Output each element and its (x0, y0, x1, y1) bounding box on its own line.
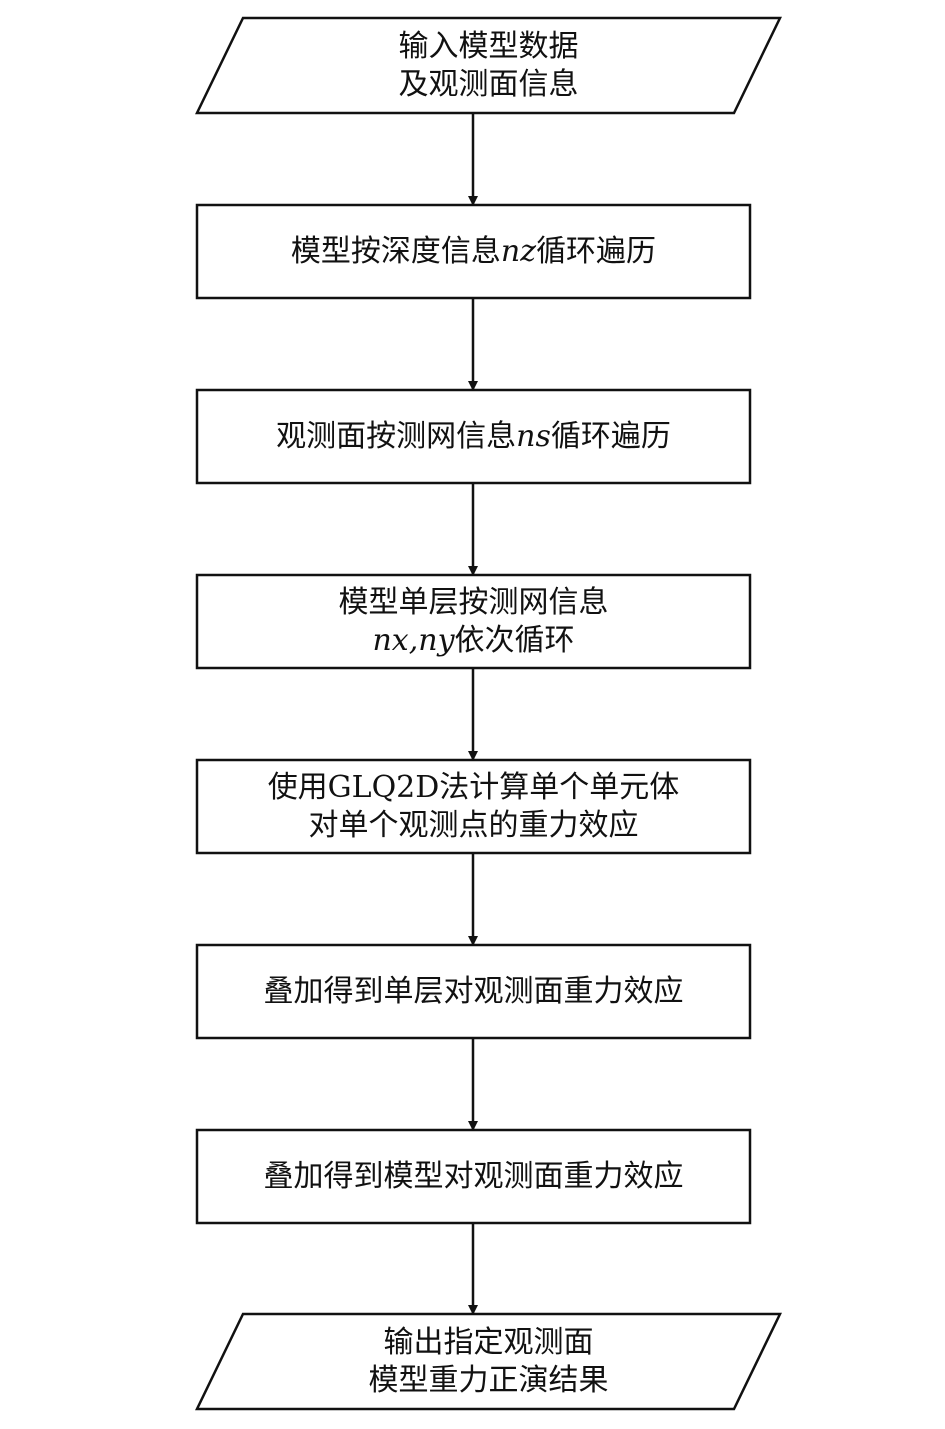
label-line: 模型单层按测网信息 (339, 584, 609, 622)
label-line: 输出指定观测面 (384, 1324, 594, 1362)
node-loop-nz-shape (195, 203, 752, 300)
label-variable: ns (516, 418, 551, 454)
label-line: 模型重力正演结果 (369, 1362, 609, 1400)
label-text: 观测面按测网信息 (276, 418, 517, 454)
node-loop-nz-label: 模型按深度信息nz循环遍历 (197, 205, 750, 298)
label-line: 模型按深度信息nz循环遍历 (291, 233, 656, 271)
node-output-label: 输出指定观测面模型重力正演结果 (197, 1314, 780, 1409)
label-text: 输入模型数据 (398, 28, 579, 64)
node-glq2d-shape (195, 758, 752, 855)
label-line: 及观测面信息 (399, 66, 579, 104)
node-sum-layer-label: 叠加得到单层对观测面重力效应 (197, 945, 750, 1038)
label-variable: nx,ny (372, 622, 455, 658)
label-text: 模型重力正演结果 (368, 1362, 609, 1398)
label-text: 对单个观测点的重力效应 (308, 807, 639, 843)
node-sum-model-shape (195, 1128, 752, 1225)
label-text: 使用GLQ2D法计算单个单元体 (267, 769, 680, 805)
label-text: 模型单层按测网信息 (338, 584, 609, 620)
label-line: 叠加得到模型对观测面重力效应 (264, 1158, 684, 1196)
label-line: nx,ny依次循环 (372, 622, 574, 660)
label-text: 循环遍历 (550, 418, 671, 454)
label-text: 循环遍历 (536, 233, 657, 269)
label-line: 对单个观测点的重力效应 (309, 807, 639, 845)
label-line: 输入模型数据 (399, 28, 579, 66)
label-text: 叠加得到模型对观测面重力效应 (263, 1158, 684, 1194)
node-loop-nxny-shape (195, 573, 752, 670)
label-variable: nz (500, 233, 537, 269)
label-text: 叠加得到单层对观测面重力效应 (263, 973, 684, 1009)
node-glq2d-label: 使用GLQ2D法计算单个单元体对单个观测点的重力效应 (197, 760, 750, 853)
node-input-label: 输入模型数据及观测面信息 (197, 18, 780, 113)
label-text: 及观测面信息 (398, 66, 579, 102)
node-output-shape (195, 1312, 782, 1411)
label-line: 使用GLQ2D法计算单个单元体 (268, 769, 680, 807)
node-sum-layer-shape (195, 943, 752, 1040)
node-sum-model-label: 叠加得到模型对观测面重力效应 (197, 1130, 750, 1223)
label-text: 模型按深度信息 (290, 233, 501, 269)
label-line: 观测面按测网信息ns循环遍历 (276, 418, 671, 456)
node-loop-ns-label: 观测面按测网信息ns循环遍历 (197, 390, 750, 483)
label-text: 输出指定观测面 (383, 1324, 594, 1360)
label-text: 依次循环 (454, 622, 575, 658)
label-line: 叠加得到单层对观测面重力效应 (264, 973, 684, 1011)
node-input-shape (195, 16, 782, 115)
